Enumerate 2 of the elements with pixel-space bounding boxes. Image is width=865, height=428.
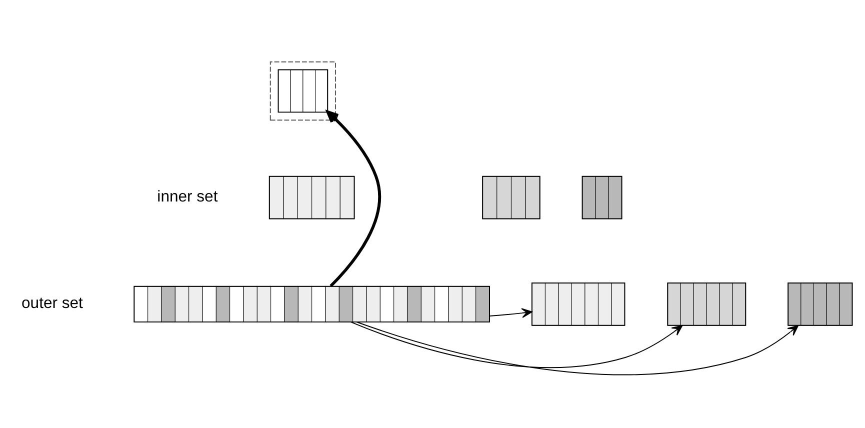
label: inner set: [157, 188, 218, 205]
label: outer set: [22, 294, 83, 312]
